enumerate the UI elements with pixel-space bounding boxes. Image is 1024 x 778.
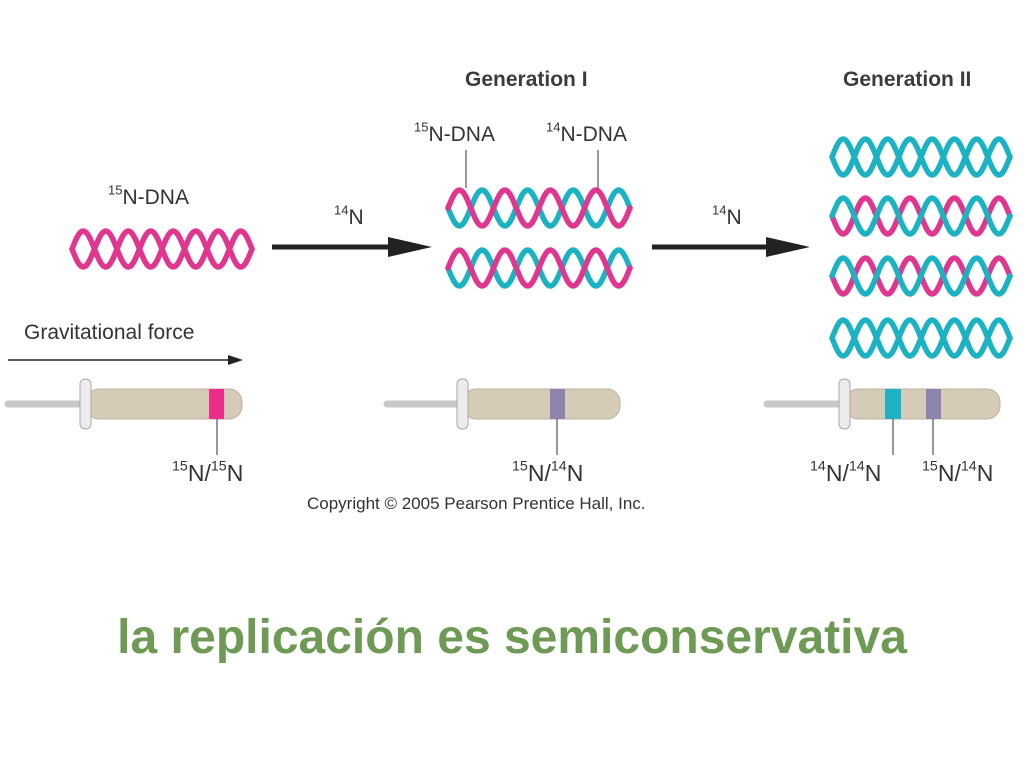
dna-strand	[829, 317, 1013, 359]
slide-title: la replicación es semiconservativa	[117, 611, 907, 664]
band-hybrid	[926, 389, 941, 419]
gen1-light-dna-label: 14N-DNA	[546, 119, 627, 146]
band-label-tube2: 15N/14N	[512, 458, 584, 486]
generation-2-title: Generation II	[843, 68, 972, 91]
parent-dna-label: 15N-DNA	[108, 182, 189, 209]
helices-group	[69, 136, 1013, 359]
dna-strand	[445, 187, 633, 229]
arrow-2-label: 14N	[712, 202, 742, 229]
dna-strand	[829, 255, 1013, 297]
arrow-1-label: 14N	[334, 202, 364, 229]
force-arrow-icon	[8, 355, 243, 365]
centrifuge-tube-icon	[763, 378, 1001, 455]
arrow-right-icon	[272, 237, 432, 257]
gen1-heavy-dna-label: 15N-DNA	[414, 119, 495, 146]
gravitational-force-label: Gravitational force	[24, 321, 195, 344]
dna-strand	[445, 247, 633, 289]
copyright-notice: Copyright © 2005 Pearson Prentice Hall, …	[307, 494, 646, 513]
band-light	[885, 389, 901, 419]
band-heavy	[209, 389, 224, 419]
centrifuge-tube-icon	[383, 378, 621, 455]
centrifuge-tube-icon	[4, 378, 243, 455]
band-label-tube3-light: 14N/14N	[810, 458, 882, 486]
arrow-right-icon	[652, 237, 810, 257]
generation-1-title: Generation I	[465, 68, 588, 91]
band-label-tube1: 15N/15N	[172, 458, 244, 486]
band-label-tube3-hybrid: 15N/14N	[922, 458, 994, 486]
dna-strand	[829, 195, 1013, 237]
dna-strand	[69, 228, 255, 270]
dna-strand	[829, 136, 1013, 178]
band-hybrid	[550, 389, 565, 419]
